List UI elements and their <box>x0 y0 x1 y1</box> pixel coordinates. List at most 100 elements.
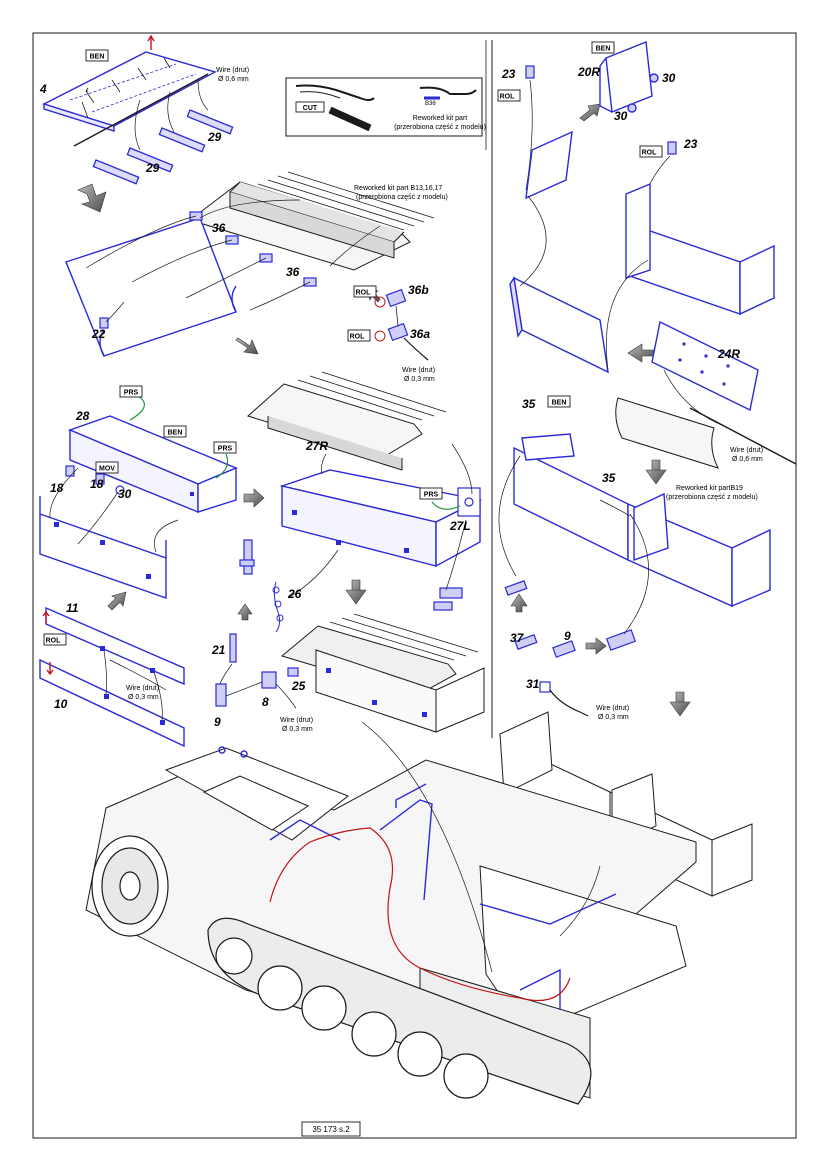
rol-tag-36a: ROL <box>350 334 366 341</box>
part-number-30-c: 30 <box>614 109 628 123</box>
wire-note-0-3-a-size: Ø 0,3 mm <box>404 376 435 383</box>
sheet-code-text: 35 173 s.2 <box>312 1125 350 1134</box>
part-number-27L: 27L <box>449 519 471 533</box>
vehicle-callout-lines <box>361 721 601 973</box>
red-mark-11 <box>42 610 50 624</box>
wire-note-0-3-d: Wire (drut) <box>596 705 629 712</box>
vehicle-red-wiring <box>269 827 571 1002</box>
part-number-27R: 27R <box>305 439 328 453</box>
panel-20R <box>599 41 659 113</box>
cut-tag-text: CUT <box>303 105 318 112</box>
wire-note-0-3-d-size: Ø 0,3 mm <box>598 714 629 721</box>
arrow-left-r <box>627 343 655 363</box>
part-number-9-a: 9 <box>214 715 221 729</box>
part-number-26: 26 <box>287 587 302 601</box>
part-number-24R: 24R <box>717 347 740 361</box>
wire-note-0-6-b-size: Ø 0,6 mm <box>732 456 763 463</box>
ben-tag-4: BEN <box>552 400 567 407</box>
arrow-down-1 <box>345 579 367 605</box>
backrest-panel-left <box>509 276 609 374</box>
wire-note-0-3-c-size: Ø 0,3 mm <box>282 726 313 733</box>
part-number-21: 21 <box>211 643 226 657</box>
panels-10-11 <box>39 606 185 748</box>
step1-callout-lines <box>134 79 209 151</box>
prs-tag-3-box <box>419 487 443 500</box>
rol-tag-10-box <box>43 633 67 646</box>
ben-tag-1-text: BEN <box>90 54 105 61</box>
hinge-parts-37-9-31 <box>504 580 637 693</box>
part-number-29-b: 29 <box>145 161 160 175</box>
wire-note-0-3-b-size: Ø 0,3 mm <box>128 694 159 701</box>
rework-b13-note: Reworked kit part B13,16,17 <box>354 185 442 192</box>
panel-24R-holes <box>678 342 730 386</box>
arrow-down-right-1 <box>235 337 259 355</box>
prs-tag-2: PRS <box>218 446 233 453</box>
part-number-23-a: 23 <box>501 67 516 81</box>
part-number-30-b: 30 <box>662 71 676 85</box>
part-number-23-b: 23 <box>683 137 698 151</box>
prs-tag-3: PRS <box>424 492 439 499</box>
cushion-b19 <box>615 397 719 469</box>
part-23-a: ROL 23 <box>497 65 535 191</box>
step5-callout-lines <box>103 649 167 721</box>
step2-callout-lines <box>85 199 381 323</box>
rol-tag-23a: ROL <box>500 94 516 101</box>
seat-box-27 <box>279 469 483 568</box>
seat-box-part-28 <box>39 415 238 599</box>
sheet-code-box: 35 173 s.2 <box>301 1121 361 1137</box>
backrest-assembly-top <box>625 182 775 316</box>
part-number-36a: 36a <box>410 327 430 341</box>
backrest-assembly-mid <box>513 433 771 608</box>
part-number-30-a: 30 <box>118 487 132 501</box>
arrow-up-1 <box>237 603 253 621</box>
part-number-9-b: 9 <box>564 629 571 643</box>
part-number-29-a: 29 <box>207 130 222 144</box>
seat-box-rivets <box>54 492 194 579</box>
ben-tag-3: BEN <box>596 46 611 53</box>
step4-callout-lines <box>287 443 473 599</box>
panels-10-11-rivets <box>100 646 165 725</box>
legend-box: CUT B36 Reworked kit part (przerobiona c… <box>285 77 486 137</box>
wire-note-0-3-a: Wire (drut) <box>402 367 435 374</box>
part-number-31: 31 <box>526 677 540 691</box>
wire-rod-0-6 <box>73 73 209 147</box>
hinge-detail-36: ROL ROL 36b 36a Wire (drut) Ø 0,3 mm <box>347 283 435 383</box>
arrow-down-zigzag <box>77 183 107 213</box>
legend-part-ref: B36 <box>425 101 436 107</box>
arrow-down-r-1 <box>645 459 667 485</box>
strips-part-29 <box>92 109 234 185</box>
prs-green-left <box>129 395 145 421</box>
wire-rod-0-6-b <box>689 407 797 465</box>
wire-note-0-6-b: Wire (drut) <box>730 447 763 454</box>
part-number-10: 10 <box>54 697 68 711</box>
step4-latches <box>239 539 463 611</box>
part-number-22: 22 <box>91 327 106 341</box>
red-mark-10 <box>46 662 54 676</box>
legend-line-2: (przerobiona część z modelu) <box>394 124 486 131</box>
direction-arrows <box>77 103 691 717</box>
rework-b13-note-2: (przerobiona część z modelu) <box>356 194 448 201</box>
legend-line-1: Reworked kit part <box>413 115 468 122</box>
assembled-seat-box <box>280 613 485 733</box>
wire-31 <box>549 689 589 717</box>
prs-green-27 <box>431 501 461 510</box>
wire-note-0-3-b: Wire (drut) <box>126 685 159 692</box>
part-number-18-a: 18 <box>50 481 64 495</box>
prs-green-right <box>215 453 229 479</box>
prs-tag-1: PRS <box>124 390 139 397</box>
part-number-25: 25 <box>291 679 306 693</box>
arrow-up-right-1 <box>107 591 127 611</box>
panel-side-small <box>525 130 573 200</box>
ben-tag-3-box <box>591 41 615 54</box>
track-road-wheels <box>207 917 592 1105</box>
part-number-28: 28 <box>75 409 90 423</box>
floor-plate-part-4 <box>42 51 217 132</box>
ben-tag-4-box <box>547 395 571 408</box>
part-number-4: 4 <box>39 82 47 96</box>
panel-24R <box>651 320 759 412</box>
arrow-up-r <box>510 593 528 613</box>
arrow-right-1 <box>243 488 265 508</box>
red-bend-mark <box>147 34 155 50</box>
step4-chain-26 <box>272 581 284 633</box>
